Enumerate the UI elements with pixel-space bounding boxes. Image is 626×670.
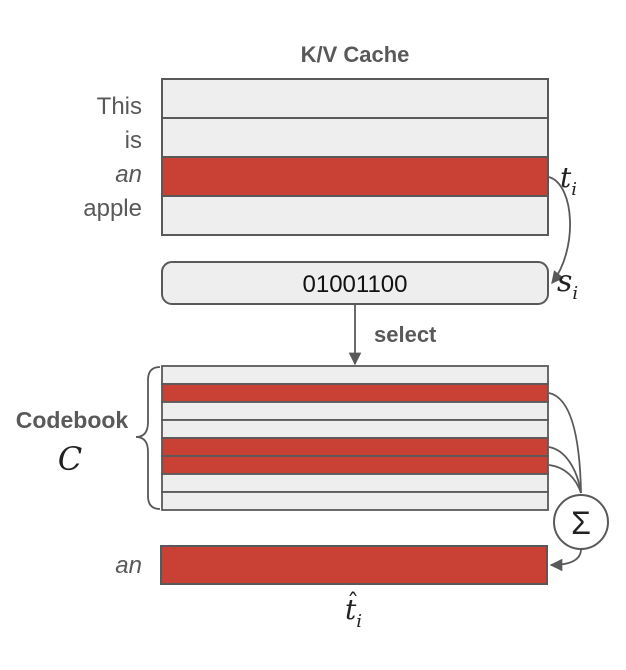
sum-input-arrow [548, 392, 582, 494]
output-row [160, 545, 548, 585]
codebook-row [161, 455, 549, 475]
codebook-table [161, 365, 549, 511]
codebook-label: Codebook [16, 407, 129, 433]
output-vector-label: ti [345, 593, 362, 632]
token-label: This [97, 93, 142, 120]
token-vector-symbol: t [560, 161, 572, 194]
output-token-label: an [115, 552, 142, 579]
selector-symbol: s [557, 264, 572, 299]
sum-input-arrow [548, 446, 582, 494]
token-label: apple [83, 195, 142, 222]
codebook-brace [135, 366, 161, 510]
kv-cache-row [161, 156, 549, 197]
selector-box [161, 261, 549, 305]
codebook-row [161, 365, 549, 385]
token-label: is [125, 127, 142, 154]
codebook-row [161, 419, 549, 439]
codebook-row [161, 437, 549, 457]
kv-cache-row [161, 78, 549, 119]
codebook-row [161, 401, 549, 421]
selector-subscript: i [572, 283, 578, 304]
selector-label: si [557, 264, 578, 304]
token-labels: This is an apple [83, 93, 142, 222]
token-label: an [115, 161, 142, 188]
kv-cache-title: K/V Cache [301, 42, 410, 67]
kv-cache-row [161, 117, 549, 158]
sum-icon: Σ [571, 505, 591, 541]
codebook-row [161, 473, 549, 493]
sum-input-arrow [548, 464, 582, 494]
kv-cache-table [161, 78, 549, 236]
encode-arrow [548, 176, 571, 284]
codebook-row [161, 491, 549, 511]
selector-bits: 01001100 [303, 271, 408, 298]
sum-inputs [548, 392, 582, 494]
token-vector-subscript: i [571, 179, 577, 200]
output-arrow [549, 548, 582, 572]
output-vector-symbol: t [345, 593, 357, 626]
select-label: select [374, 322, 437, 347]
output-vector-accent: ˆ [347, 589, 359, 617]
output-vector-subscript: i [356, 611, 362, 632]
kv-cache-row [161, 195, 549, 236]
codebook-row [161, 383, 549, 403]
token-vector-label: ti [560, 161, 577, 200]
codebook-symbol: C [58, 440, 82, 478]
